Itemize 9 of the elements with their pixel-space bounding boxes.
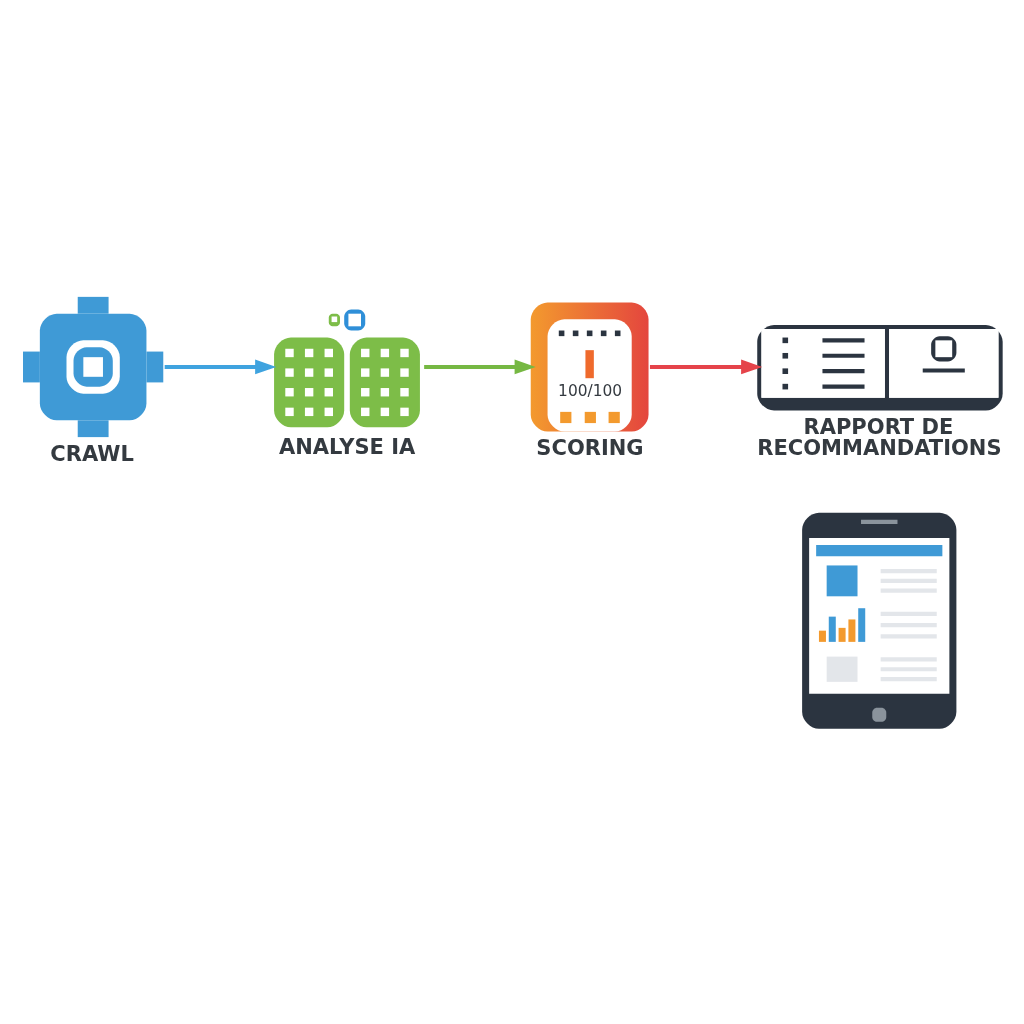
node-label: SCORING <box>535 434 644 460</box>
arrow <box>649 359 762 374</box>
arrow <box>164 359 276 374</box>
node-label: CRAWL <box>49 440 134 466</box>
node-picture <box>801 512 956 729</box>
arrow <box>423 359 536 374</box>
node-label: RAPPORT DE RECOMMANDATIONS <box>756 413 1002 460</box>
node-label: ANALYSE IA <box>278 433 415 459</box>
node-box <box>756 324 1003 410</box>
